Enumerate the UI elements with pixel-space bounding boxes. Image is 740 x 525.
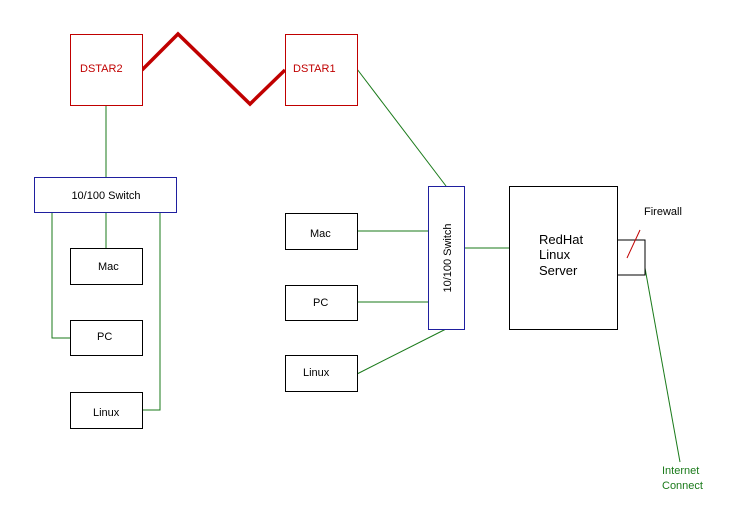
firewall-box [617,239,646,276]
server-node [509,186,618,330]
pc-left-node [70,320,143,356]
mac-left-label: Mac [98,261,119,273]
server-label-line2: Linux [539,247,571,262]
internet-label-line1: Internet [662,465,699,477]
link-switch-left-pc [51,212,70,339]
linux-left-label: Linux [93,407,120,419]
mac-right-label: Mac [310,228,331,240]
mac-left-node [70,248,143,285]
pc-right-node [285,285,358,321]
dstar1-label: DSTAR1 [293,63,336,75]
pc-right-label: PC [313,297,328,309]
linux-right-label: Linux [303,367,330,379]
firewall-mark [626,229,641,259]
switch-left-node [34,177,177,213]
switch-left-label: 10/100 Switch [71,190,140,202]
dstar2-node [70,34,143,106]
link-linux-right-switch-right [356,328,447,375]
internet-label-line2: Connect [662,480,703,492]
linux-left-node [70,392,143,429]
mac-right-node [285,213,358,250]
server-label-line1: RedHat [539,232,583,247]
dstar2-label: DSTAR2 [80,63,123,75]
link-dstar1-switch-right [356,68,447,187]
dstar1-node [285,34,358,106]
switch-right-node [428,186,465,330]
link-firewall-internet [644,267,681,463]
link-switch-left-linux [142,212,161,411]
switch-right-label: 10/100 Switch [442,223,454,292]
radio-link-dstar2-dstar1 [140,31,287,107]
firewall-label: Firewall [644,206,682,218]
server-label-line3: Server [539,263,578,278]
linux-right-node [285,355,358,392]
pc-left-label: PC [97,331,112,343]
